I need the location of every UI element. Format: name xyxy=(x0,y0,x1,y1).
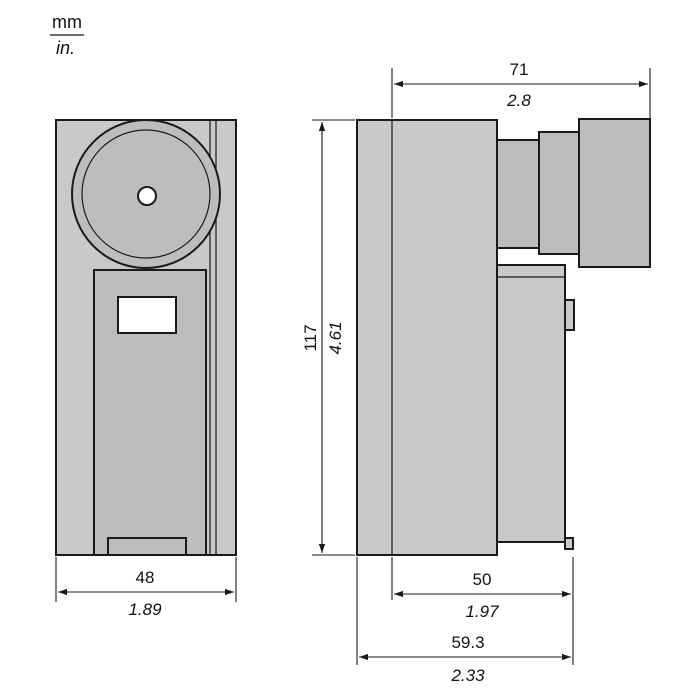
dim-side-depth-top-in: 2.8 xyxy=(506,91,531,110)
pushbutton-center-dot xyxy=(137,186,157,206)
unit-in-label: in. xyxy=(56,38,75,58)
front-view xyxy=(55,119,237,556)
side-view xyxy=(356,118,651,556)
side-housing xyxy=(356,119,498,556)
side-clip xyxy=(564,299,575,331)
dim-front-width-mm: 48 xyxy=(136,568,155,587)
dim-side-depth-top: 71 2.8 xyxy=(394,60,648,110)
dim-side-total-depth: 59.3 2.33 xyxy=(359,633,571,685)
dim-side-total-depth-mm: 59.3 xyxy=(451,633,484,652)
dim-side-body-depth: 50 1.97 xyxy=(394,570,571,621)
dim-front-width: 48 1.89 xyxy=(58,568,234,619)
unit-mm-label: mm xyxy=(52,12,82,32)
dim-side-height-mm: 117 xyxy=(301,324,320,351)
dim-side-body-depth-mm: 50 xyxy=(473,570,492,589)
dim-side-body-depth-in: 1.97 xyxy=(465,602,499,621)
front-bottom-tab xyxy=(107,537,187,556)
dim-front-width-in: 1.89 xyxy=(128,600,162,619)
pushbutton-inner-ring xyxy=(81,129,211,259)
side-collar xyxy=(538,131,580,255)
dim-side-depth-top-mm: 71 xyxy=(510,60,529,79)
dim-side-total-depth-in: 2.33 xyxy=(450,666,485,685)
side-foot xyxy=(564,537,574,550)
dim-side-height: 117 4.61 xyxy=(301,122,345,553)
side-button-head xyxy=(578,118,651,268)
unit-legend: mm in. xyxy=(50,12,84,58)
front-label-window xyxy=(117,296,177,334)
side-stem xyxy=(496,139,540,249)
side-contact-block xyxy=(496,264,566,543)
extension-lines xyxy=(55,68,651,665)
dim-side-height-in: 4.61 xyxy=(326,321,345,354)
